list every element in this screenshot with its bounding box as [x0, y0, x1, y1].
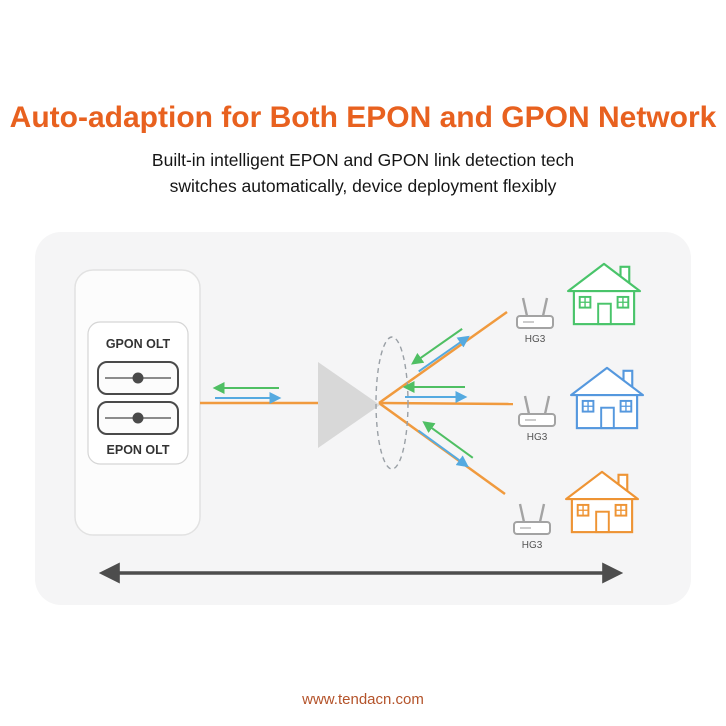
- gpon-port: [97, 361, 179, 395]
- network-diagram: GPON OLT EPON OLT: [74, 262, 645, 584]
- router-icon: [512, 502, 552, 536]
- house-icon-orange: [564, 470, 640, 534]
- subtitle-line-2: switches automatically, device deploymen…: [169, 176, 557, 196]
- olt-device: GPON OLT EPON OLT: [74, 269, 201, 536]
- splitter-lens: [375, 336, 409, 470]
- epon-port: [97, 401, 179, 435]
- house-icon-blue: [569, 366, 645, 430]
- router-top: HG3: [515, 296, 555, 345]
- footer-url: www.tendacn.com: [302, 691, 424, 708]
- fiber-branch-top: [378, 310, 508, 405]
- router-label: HG3: [525, 334, 546, 345]
- flow-arrows-middle: [402, 381, 468, 403]
- flow-arrows-top: [411, 328, 470, 373]
- subtitle-line-1: Built-in intelligent EPON and GPON link …: [151, 150, 575, 170]
- flow-arrows-main: [212, 382, 282, 404]
- router-icon: [517, 394, 557, 428]
- gpon-olt-label: GPON OLT: [106, 337, 171, 351]
- page-subtitle: Built-in intelligent EPON and GPON link …: [0, 147, 726, 199]
- router-label: HG3: [522, 540, 543, 551]
- epon-olt-label: EPON OLT: [107, 443, 170, 457]
- page-title: Auto-adaption for Both EPON and GPON Net…: [9, 101, 717, 134]
- router-label: HG3: [527, 432, 548, 443]
- router-bottom: HG3: [512, 502, 552, 551]
- router-middle: HG3: [517, 394, 557, 443]
- splitter-icon: [318, 362, 380, 448]
- house-icon-green: [566, 262, 642, 326]
- fiber-branch-middle: [378, 401, 514, 406]
- router-icon: [515, 296, 555, 330]
- flow-arrows-bottom: [417, 421, 474, 468]
- diagram-panel: GPON OLT EPON OLT: [35, 232, 691, 605]
